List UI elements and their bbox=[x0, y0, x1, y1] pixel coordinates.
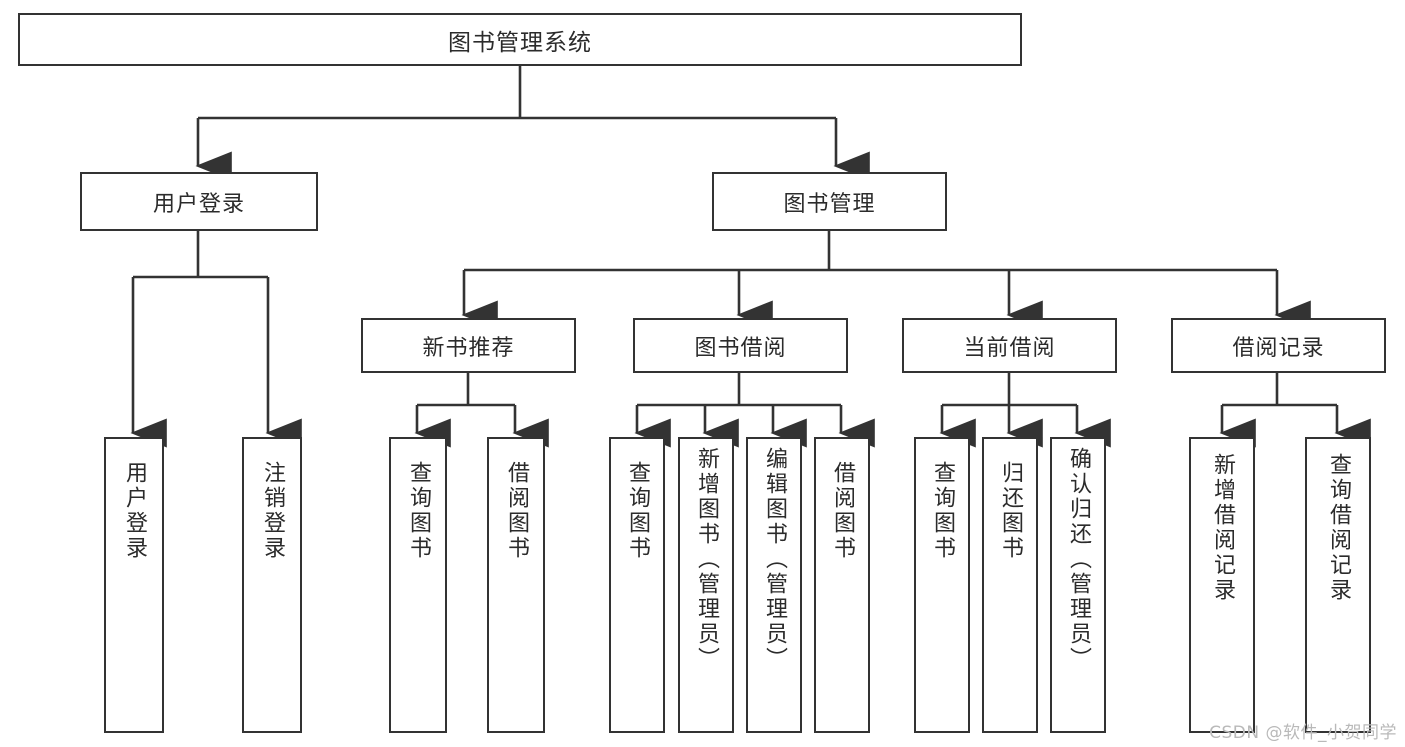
leaf-borrow-edit-book-admin-label: 编辑图书（管理员） bbox=[762, 447, 787, 672]
leaf-current-confirm-return-admin[interactable]: 确认归还（管理员） bbox=[1050, 437, 1106, 733]
node-root-label: 图书管理系统 bbox=[448, 29, 592, 56]
leaf-current-query-book[interactable]: 查询图书 bbox=[914, 437, 970, 733]
leaf-records-query-record-label: 查询借阅记录 bbox=[1326, 453, 1351, 603]
node-user-login-label: 用户登录 bbox=[152, 191, 245, 217]
leaf-current-return-book[interactable]: 归还图书 bbox=[982, 437, 1038, 733]
leaf-borrow-query-book-label: 查询图书 bbox=[625, 461, 650, 561]
node-new-book-recommend[interactable]: 新书推荐 bbox=[361, 318, 576, 373]
leaf-user-login-signout-label: 注销登录 bbox=[260, 461, 285, 561]
leaf-borrow-borrow-book[interactable]: 借阅图书 bbox=[814, 437, 870, 733]
leaf-borrow-edit-book-admin[interactable]: 编辑图书（管理员） bbox=[746, 437, 802, 733]
node-new-book-recommend-label: 新书推荐 bbox=[422, 335, 515, 361]
leaf-records-add-record-label: 新增借阅记录 bbox=[1210, 453, 1235, 603]
leaf-user-login-signout[interactable]: 注销登录 bbox=[242, 437, 302, 733]
leaf-borrow-borrow-book-label: 借阅图书 bbox=[830, 461, 855, 561]
node-book-management[interactable]: 图书管理 bbox=[712, 172, 947, 231]
node-current-borrow-label: 当前借阅 bbox=[963, 335, 1056, 361]
leaf-current-query-book-label: 查询图书 bbox=[930, 461, 955, 561]
node-root-system[interactable]: 图书管理系统 bbox=[18, 13, 1022, 66]
leaf-borrow-add-book-admin[interactable]: 新增图书（管理员） bbox=[678, 437, 734, 733]
leaf-new-book-query[interactable]: 查询图书 bbox=[389, 437, 447, 733]
leaf-new-book-borrow-label: 借阅图书 bbox=[504, 461, 529, 561]
leaf-user-login-signin[interactable]: 用户登录 bbox=[104, 437, 164, 733]
leaf-current-confirm-return-admin-label: 确认归还（管理员） bbox=[1066, 447, 1091, 672]
node-borrow-records[interactable]: 借阅记录 bbox=[1171, 318, 1386, 373]
leaf-records-query-record[interactable]: 查询借阅记录 bbox=[1305, 437, 1371, 733]
leaf-borrow-query-book[interactable]: 查询图书 bbox=[609, 437, 665, 733]
leaf-new-book-query-label: 查询图书 bbox=[406, 461, 431, 561]
node-borrow-records-label: 借阅记录 bbox=[1232, 335, 1325, 361]
node-book-borrow-label: 图书借阅 bbox=[694, 335, 787, 361]
leaf-records-add-record[interactable]: 新增借阅记录 bbox=[1189, 437, 1255, 733]
leaf-borrow-add-book-admin-label: 新增图书（管理员） bbox=[694, 447, 719, 672]
leaf-current-return-book-label: 归还图书 bbox=[998, 461, 1023, 561]
node-current-borrow[interactable]: 当前借阅 bbox=[902, 318, 1117, 373]
node-book-borrow[interactable]: 图书借阅 bbox=[633, 318, 848, 373]
leaf-user-login-signin-label: 用户登录 bbox=[122, 461, 147, 561]
node-book-management-label: 图书管理 bbox=[783, 191, 876, 217]
leaf-new-book-borrow[interactable]: 借阅图书 bbox=[487, 437, 545, 733]
node-user-login[interactable]: 用户登录 bbox=[80, 172, 318, 231]
